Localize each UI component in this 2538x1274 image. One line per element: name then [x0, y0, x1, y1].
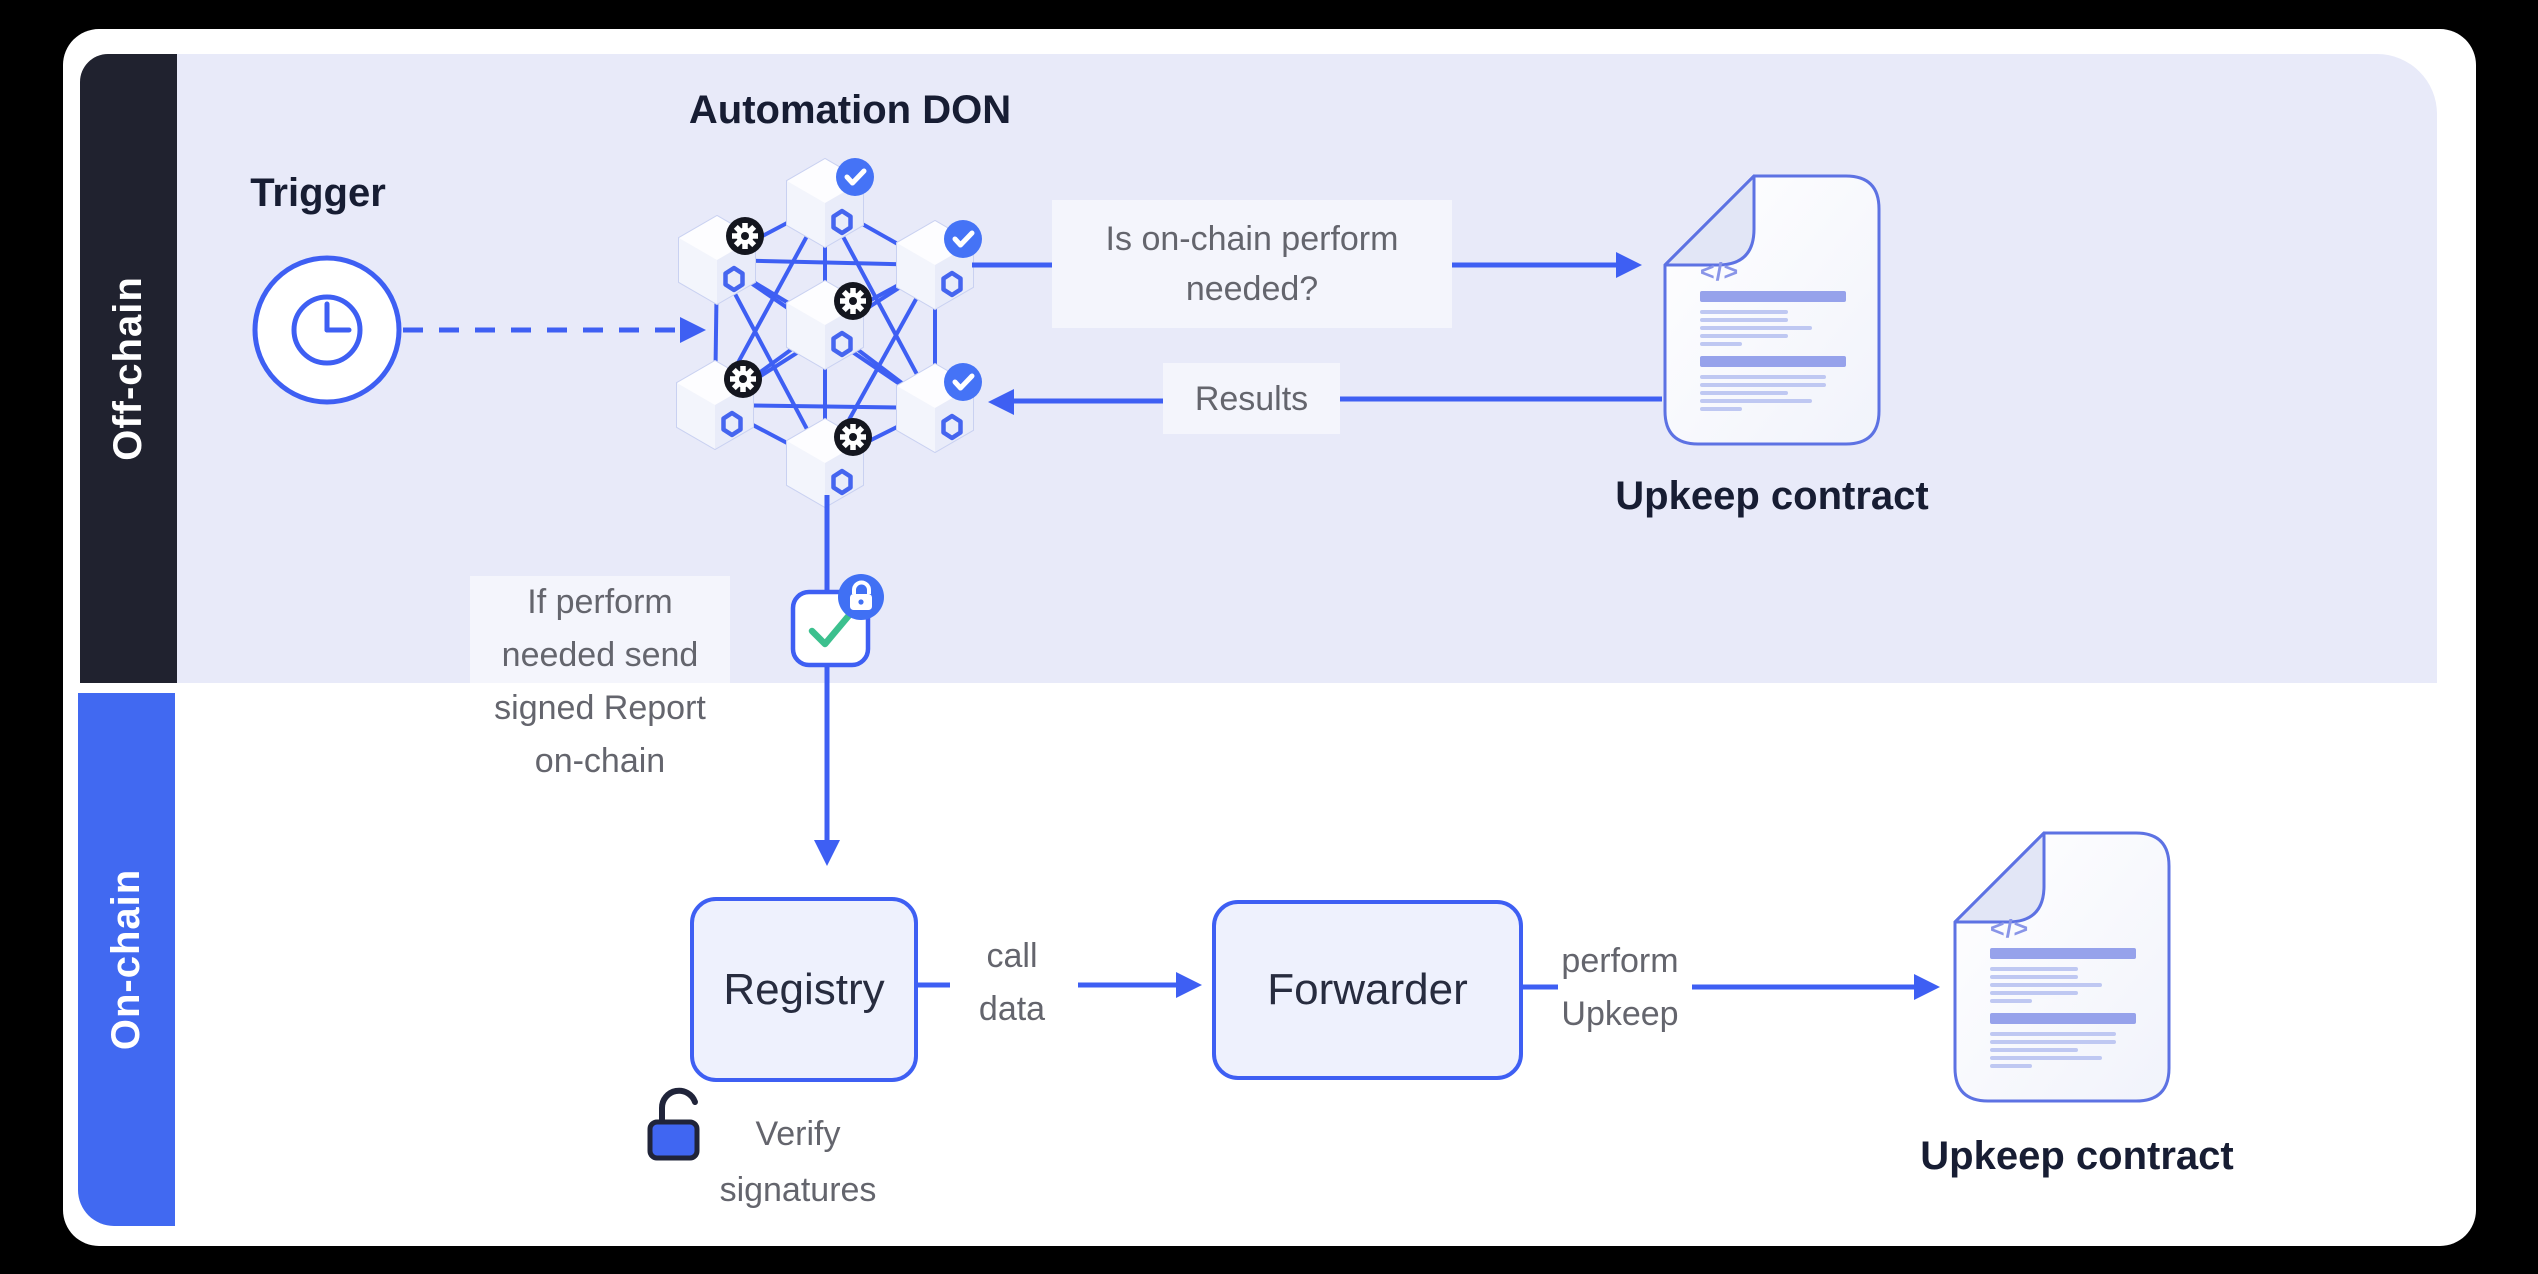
report-annotation: If perform needed send signed Report on-… — [470, 576, 730, 788]
offchain-label: Off-chain — [106, 276, 151, 461]
verify-signatures-annotation: Verify signatures — [719, 1115, 877, 1209]
code-glyph: </> — [1700, 258, 1740, 286]
upkeep-contract-label-bottom: Upkeep contract — [1920, 1134, 2234, 1178]
sidebar-onchain: On-chain — [78, 693, 175, 1226]
perform-upkeep-annotation: perform Upkeep — [1561, 942, 1679, 1033]
call-data-annotation: call data — [978, 937, 1046, 1028]
question-annotation: Is on-chain perform needed? — [1052, 200, 1452, 328]
forwarder-box: Forwarder — [1212, 900, 1523, 1080]
sidebar-offchain: Off-chain — [80, 54, 177, 683]
upkeep-contract-label-top: Upkeep contract — [1615, 474, 1929, 518]
automation-don-title: Automation DON — [688, 88, 1012, 132]
code-glyph: </> — [1990, 915, 2030, 943]
trigger-label: Trigger — [250, 171, 386, 215]
onchain-label: On-chain — [104, 868, 148, 1051]
results-annotation: Results — [1163, 363, 1340, 434]
registry-box: Registry — [690, 897, 918, 1082]
